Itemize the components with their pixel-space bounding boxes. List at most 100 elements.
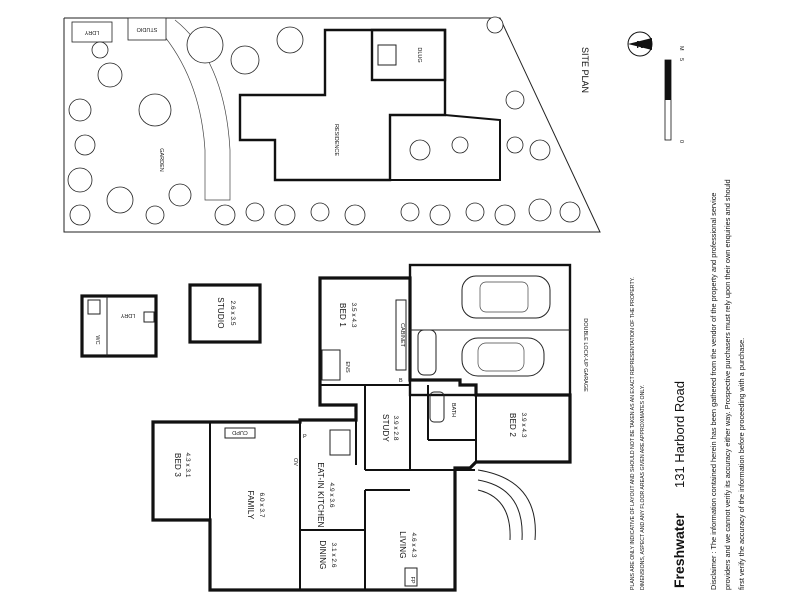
tree [168,183,192,207]
car-bottom [461,337,545,377]
entry-step [477,479,523,541]
garden-trees [67,16,581,226]
ov-label: OV [292,458,298,466]
disclaimer-para2: providers and we cannot verify its accur… [723,179,732,590]
tree [245,202,265,222]
site-garage-label: DLUG [416,47,422,62]
disclaimer-para1: Disclaimer : The information contained h… [709,192,718,590]
site-plan-title: SITE PLAN [580,47,590,93]
scale-zero: 0 [678,140,684,143]
tree [506,136,524,154]
tree [74,134,96,156]
disclaimer-para3: first verify the accuracy of the informa… [737,338,746,590]
rear-courtyard [389,114,501,181]
tree [67,167,93,193]
garage-label: DOUBLE LOCK-UP GARAGE [582,318,588,392]
tree [310,202,330,222]
scale-bar-fill [665,60,671,100]
site-garden-label: GARDEN [158,148,164,172]
studio-dims: 2.6 x 3.5 [229,301,236,326]
bed2-dims: 3.9 x 4.3 [520,413,527,438]
tree [559,201,581,223]
tree [274,204,296,226]
study-name: STUDY [381,414,390,443]
living-name: LIVING [398,531,407,558]
tree [145,205,165,225]
tree [451,136,469,154]
fireplace [404,567,418,587]
tree [429,204,451,226]
cabinet-label: CABINET [399,323,405,347]
laundry-building [80,294,158,358]
site-residence-label: RESIDENCE [333,124,339,156]
tree [344,204,366,226]
scale-five: 5 [678,58,684,61]
disclaimer-line2: DIMENSIONS, ASPECT AND ANY FLOOR AREAS G… [640,385,646,590]
tree [214,204,236,226]
family-name: FAMILY [246,490,255,520]
l-label: L [354,408,357,414]
bed3-dims: 4.3 x 3.1 [184,453,191,478]
tree [486,16,504,34]
car-roof [479,281,529,313]
study-dims: 3.9 x 2.8 [392,416,399,441]
house-outline [151,276,572,592]
entry-step [477,489,511,541]
site-boundary [63,17,601,233]
tree [409,139,431,161]
bed2-name: BED 2 [508,413,517,437]
car-body [461,337,545,377]
cupboard [224,427,256,439]
outbuildings: WC LDRY STUDIO 2.6 x 3.5 [80,283,262,358]
title-block: N 0 5 M PLANS ARE ONLY INDICATIVE OF LAY… [627,31,746,590]
bed1-dims: 3.5 x 4.3 [350,303,357,328]
dining-dims: 3.1 x 2.6 [330,543,337,568]
site-laundry-box [71,21,113,43]
car-top [461,275,551,319]
car-body [461,275,551,319]
dining-name: DINING [318,540,327,569]
wc-fixture [87,299,101,315]
cupd-label: CUPD [232,429,248,435]
b-label: B [399,378,403,384]
fp-label: FP [409,576,415,583]
bed1-name: BED 1 [338,303,347,327]
main-house: CUPD CABINET ENS BATH FP P OV L B BED 1 … [151,263,588,592]
ensuite [321,349,341,381]
entry-step [477,469,536,541]
tree [186,26,224,64]
wc-label: WC [94,335,100,344]
site-studio-box [127,17,167,41]
studio-name: STUDIO [216,297,225,328]
tree [138,93,172,127]
tree [400,202,420,222]
garage-outline [370,28,447,82]
tree [528,198,552,222]
garage-car [377,44,397,66]
street-address: 131 Harbord Road [672,381,687,488]
north-label: N [636,40,643,51]
site-plan: LDRY STUDIO GARDEN RESIDENCE DLUG SITE P… [63,16,601,233]
site-laundry-label: LDRY [84,29,99,35]
bath-tub [429,391,445,423]
family-dims: 6.0 x 3.7 [258,493,265,518]
tree [505,90,525,110]
living-dims: 4.6 x 4.3 [410,533,417,558]
ens-label: ENS [344,361,350,373]
tree [69,204,91,226]
laundry-label: LDRY [120,312,135,318]
tree [68,98,92,122]
site-studio-label: STUDIO [136,26,158,32]
suburb-title: Freshwater [671,513,687,588]
studio-building [188,283,262,344]
tree [529,139,551,161]
car-roof [477,342,525,372]
p-label: P [303,434,307,440]
tree [230,45,260,75]
tree [91,41,109,59]
tree [106,186,134,214]
bed3-name: BED 3 [173,453,182,477]
kitchen-bench [329,429,351,456]
cabinet [395,299,407,371]
